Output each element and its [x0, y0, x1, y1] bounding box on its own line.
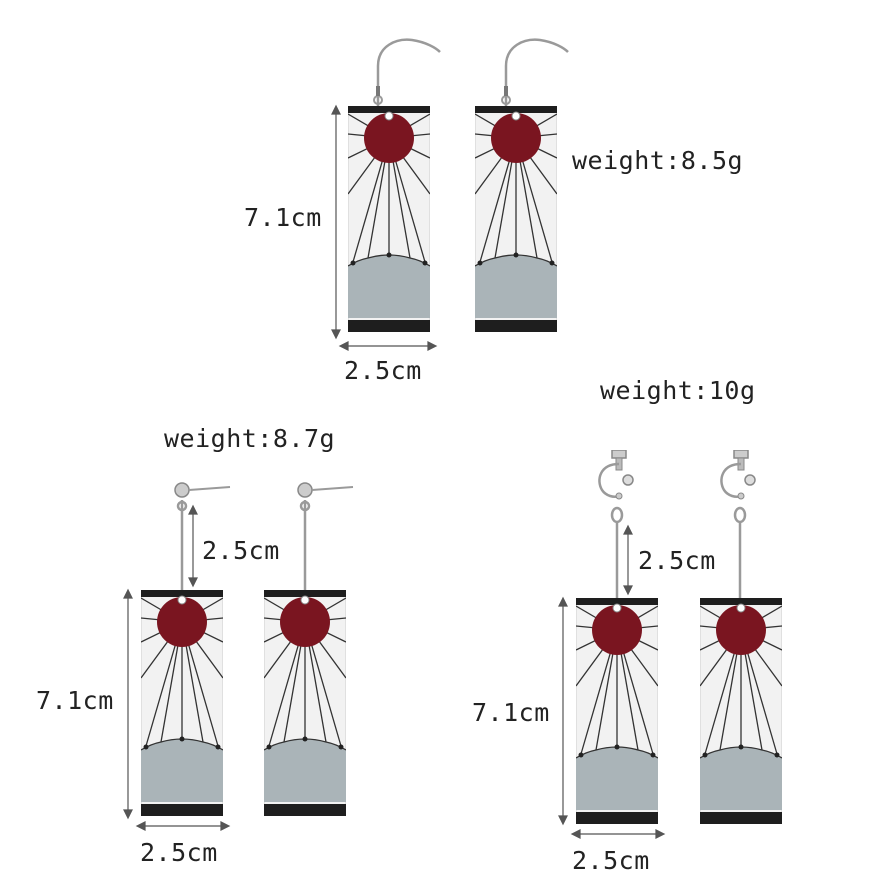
fish-hook-left [372, 38, 442, 108]
hook-earring-pair [331, 38, 570, 351]
screw-clip-left [598, 450, 635, 500]
height-label-hook: 7.1cm [244, 203, 322, 232]
pendant-left [348, 106, 430, 332]
width-label-hook: 2.5cm [344, 356, 422, 385]
pendant-right [700, 598, 782, 824]
stud-earring-pair [123, 482, 354, 831]
screw-clip-right [720, 450, 757, 500]
pendant-left [576, 598, 658, 824]
stud-post-left [174, 482, 231, 498]
weight-label-hook: weight:8.5g [572, 146, 744, 175]
chain-label-clip: 2.5cm [638, 546, 716, 575]
width-label-clip: 2.5cm [572, 846, 650, 875]
clip-earring-pair [558, 450, 782, 839]
pendant-right [475, 106, 557, 332]
stud-post-right [297, 482, 354, 498]
height-label-clip: 7.1cm [472, 698, 550, 727]
height-label-stud: 7.1cm [36, 686, 114, 715]
fish-hook-right [500, 38, 570, 108]
pendant-right [264, 590, 346, 816]
chain-label-stud: 2.5cm [202, 536, 280, 565]
weight-label-clip: weight:10g [600, 376, 756, 405]
pendant-left [141, 590, 223, 816]
width-label-stud: 2.5cm [140, 838, 218, 867]
weight-label-stud: weight:8.7g [164, 424, 336, 453]
